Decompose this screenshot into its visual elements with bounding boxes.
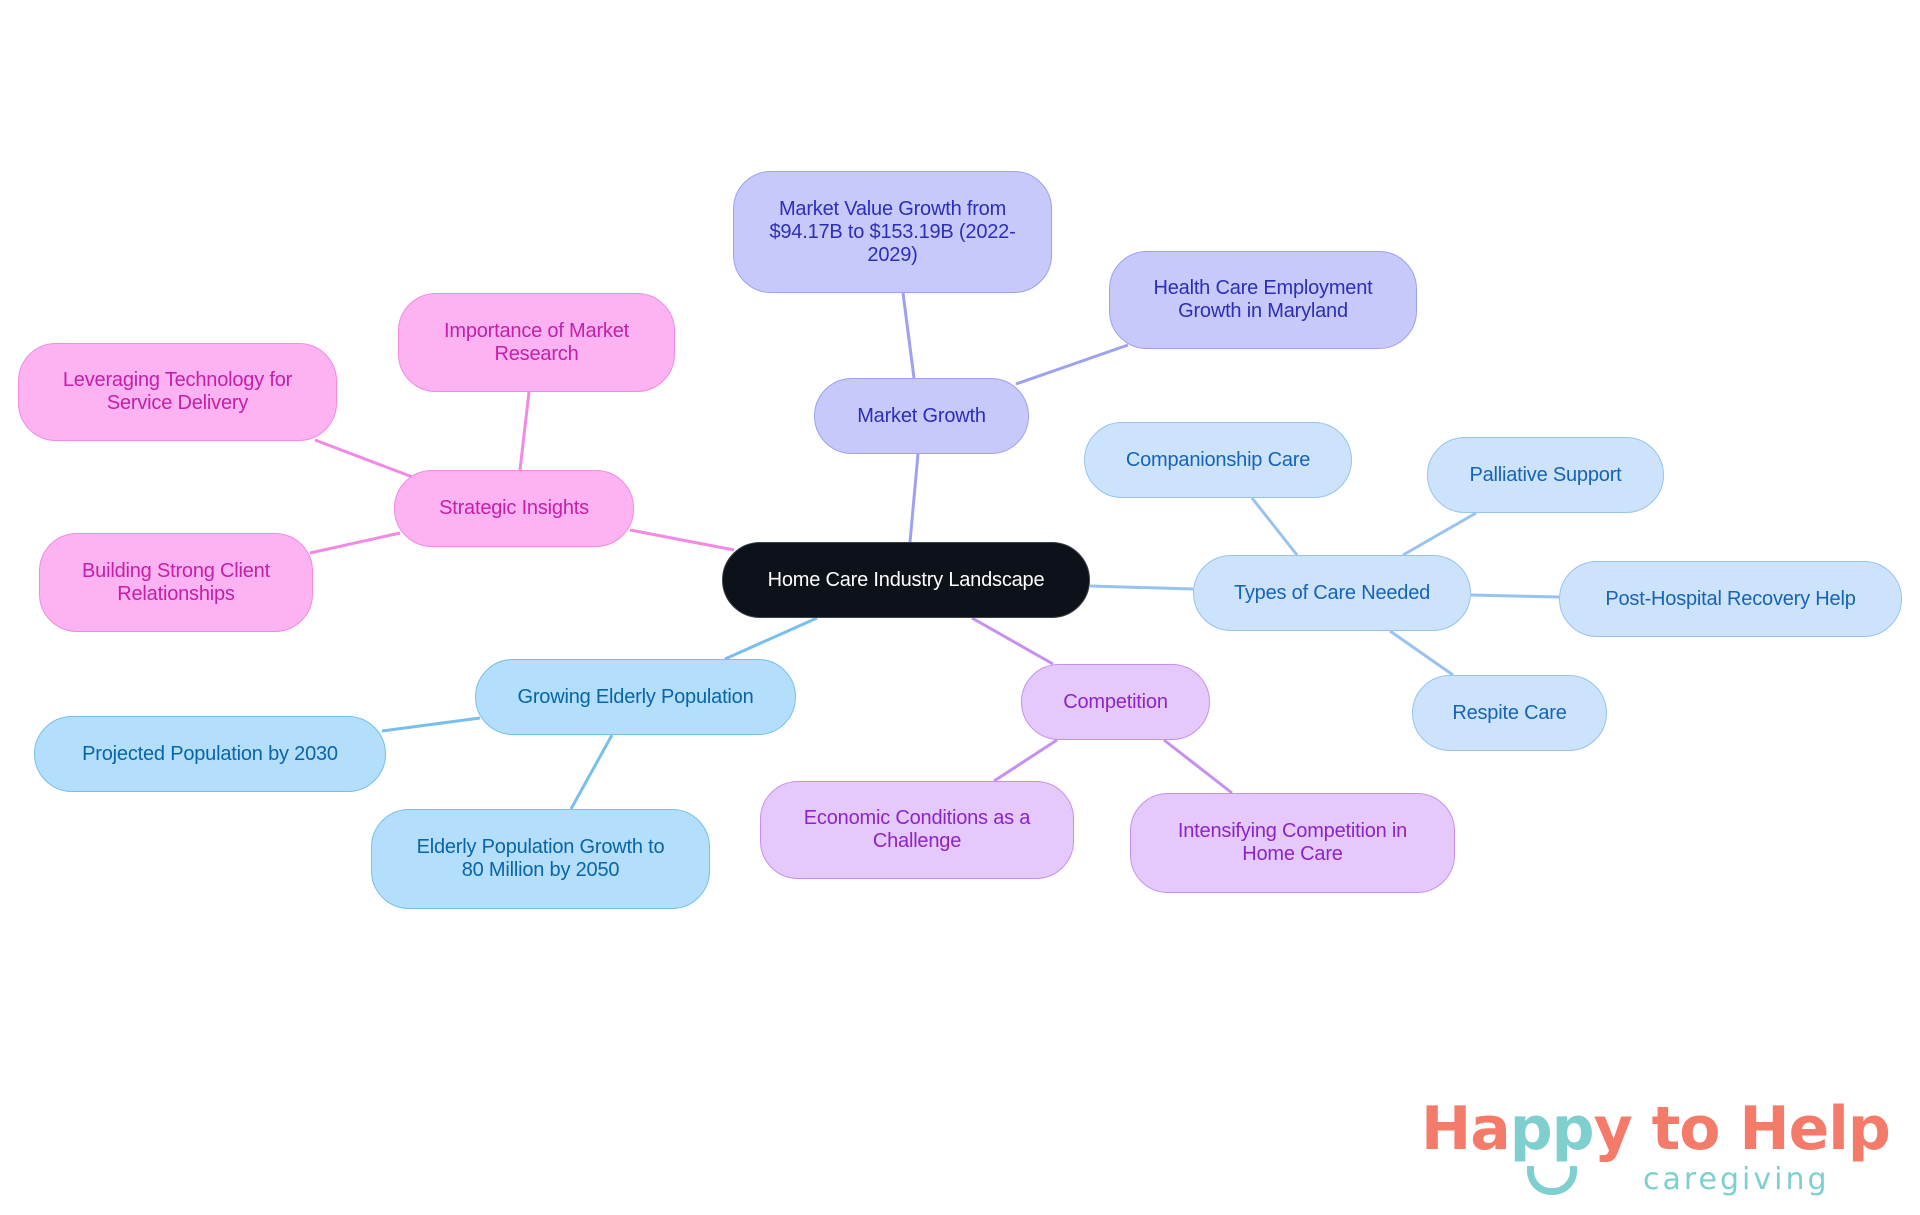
edge-strategic-research <box>518 391 531 471</box>
node-health-care-employment[interactable]: Health Care Employment Growth in Marylan… <box>1109 251 1417 349</box>
node-label: Elderly Population Growth to 80 Million … <box>416 836 665 881</box>
node-intensifying-competition[interactable]: Intensifying Competition in Home Care <box>1130 793 1455 893</box>
node-label: Respite Care <box>1452 701 1567 724</box>
node-label: Building Strong Client Relationships <box>82 559 270 605</box>
node-label: Leveraging Technology for Service Delive… <box>62 369 293 414</box>
logo-subtitle: caregiving <box>1643 1162 1830 1197</box>
node-palliative-support[interactable]: Palliative Support <box>1427 437 1664 513</box>
edge-root-strategic <box>629 528 735 552</box>
node-companionship-care[interactable]: Companionship Care <box>1084 422 1352 498</box>
edge-competition-economic <box>993 738 1058 783</box>
node-label: Intensifying Competition in Home Care <box>1177 820 1408 865</box>
logo-text-pp: pp <box>1509 1094 1595 1164</box>
edge-competition-intensifying <box>1163 738 1233 795</box>
node-competition[interactable]: Competition <box>1021 664 1210 740</box>
node-types-of-care[interactable]: Types of Care Needed <box>1193 555 1471 631</box>
node-label: Post-Hospital Recovery Help <box>1605 587 1856 610</box>
edge-root-market-growth <box>908 453 920 543</box>
node-projected-population-2030[interactable]: Projected Population by 2030 <box>34 716 386 792</box>
node-growing-elderly-population[interactable]: Growing Elderly Population <box>475 659 796 735</box>
node-label: Market Growth <box>857 404 986 427</box>
edge-elderly-growth-2050 <box>569 734 614 810</box>
edge-types-posthospital <box>1470 593 1560 599</box>
node-label: Importance of Market Research <box>444 319 629 365</box>
node-market-value-growth[interactable]: Market Value Growth from $94.17B to $153… <box>733 171 1052 293</box>
edge-root-competition <box>971 616 1054 666</box>
node-label: Types of Care Needed <box>1233 581 1431 604</box>
node-strategic-insights[interactable]: Strategic Insights <box>394 470 634 547</box>
happy-to-help-logo: Happy to Help caregiving <box>1421 1096 1891 1206</box>
node-respite-care[interactable]: Respite Care <box>1412 675 1607 751</box>
node-market-growth[interactable]: Market Growth <box>814 378 1029 454</box>
node-label: Strategic Insights <box>439 497 589 519</box>
edge-market-growth-employment <box>1015 343 1129 386</box>
smile-icon <box>1527 1166 1577 1195</box>
edge-root-types <box>1089 584 1194 591</box>
logo-wordmark: Happy to Help <box>1421 1094 1891 1164</box>
node-label: Growing Elderly Population <box>517 685 754 708</box>
node-label: Competition <box>1063 690 1168 713</box>
edge-strategic-relationships <box>309 531 401 555</box>
root-node[interactable]: Home Care Industry Landscape <box>722 542 1090 618</box>
node-elderly-growth-2050[interactable]: Elderly Population Growth to 80 Million … <box>371 809 710 909</box>
edge-root-elderly <box>724 616 818 661</box>
edge-types-palliative <box>1402 511 1477 557</box>
logo-text-ha: Ha <box>1421 1094 1511 1164</box>
edge-market-growth-value <box>901 292 916 379</box>
logo-text-y-to-help: y to Help <box>1593 1094 1891 1164</box>
edge-types-respite <box>1389 629 1454 677</box>
node-label: Projected Population by 2030 <box>82 742 338 765</box>
node-post-hospital-recovery[interactable]: Post-Hospital Recovery Help <box>1559 561 1902 637</box>
edge-elderly-projected <box>381 716 481 733</box>
edge-types-companionship <box>1250 497 1299 556</box>
node-label: Health Care Employment Growth in Marylan… <box>1153 277 1373 322</box>
root-label: Home Care Industry Landscape <box>767 568 1045 591</box>
node-label: Economic Conditions as a Challenge <box>803 807 1031 852</box>
node-client-relationships[interactable]: Building Strong Client Relationships <box>39 533 313 632</box>
node-leveraging-technology[interactable]: Leveraging Technology for Service Delive… <box>18 343 337 441</box>
node-label: Market Value Growth from $94.17B to $153… <box>769 197 1016 266</box>
edge-strategic-technology <box>314 438 416 480</box>
node-economic-conditions[interactable]: Economic Conditions as a Challenge <box>760 781 1074 879</box>
node-label: Palliative Support <box>1469 463 1622 486</box>
node-market-research[interactable]: Importance of Market Research <box>398 293 675 392</box>
node-label: Companionship Care <box>1125 448 1311 471</box>
